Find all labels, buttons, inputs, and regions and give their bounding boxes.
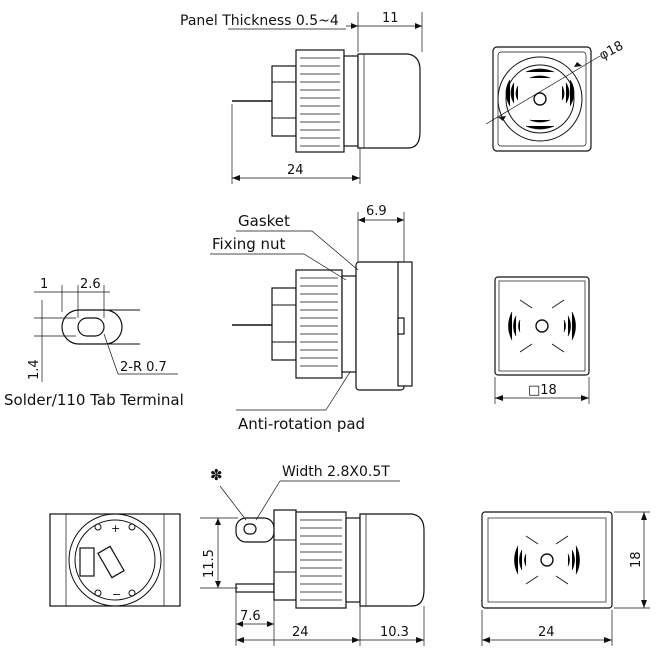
gasket-label: Gasket bbox=[238, 212, 290, 230]
bottom-front-view: 24 18 bbox=[481, 511, 650, 646]
dim-tab-1: 1 bbox=[40, 277, 48, 292]
top-front-arc-marks bbox=[505, 68, 575, 130]
bottom-body-ribs bbox=[300, 519, 342, 601]
dim-sq18: □18 bbox=[528, 383, 557, 398]
solder-tab-caption: Solder/110 Tab Terminal bbox=[4, 391, 184, 409]
tab-terminal-detail: 1 2.6 1.4 2-R 0.7 Solder/110 Tab Termina… bbox=[4, 277, 184, 409]
dim-tab-2-6: 2.6 bbox=[80, 277, 101, 292]
anti-rotation-pad-label: Anti-rotation pad bbox=[238, 415, 365, 433]
svg-text:−: − bbox=[112, 588, 121, 601]
top-front-view: φ18 bbox=[485, 38, 626, 152]
dim-bot-7-6: 7.6 bbox=[240, 609, 261, 624]
dim-top-24: 24 bbox=[287, 163, 304, 178]
middle-front-view: □18 bbox=[494, 276, 590, 404]
radius-label: 2-R 0.7 bbox=[120, 360, 167, 375]
fixing-nut-label: Fixing nut bbox=[212, 235, 286, 253]
bottom-rear-view: + − bbox=[49, 513, 181, 607]
dim-bot-11-5: 11.5 bbox=[202, 549, 217, 578]
dim-tab-1-4: 1.4 bbox=[27, 359, 42, 380]
asterisk-mark: ✽ bbox=[210, 466, 223, 484]
rear-terminal-marks: + − bbox=[94, 522, 136, 601]
middle-side-view: 6.9 Gasket Fixing nut Anti-rotation pad bbox=[210, 204, 413, 433]
dim-right-24: 24 bbox=[538, 625, 555, 640]
top-body-ribs bbox=[300, 57, 340, 147]
width-spec-label: Width 2.8X0.5T bbox=[282, 464, 390, 480]
panel-thickness-label: Panel Thickness 0.5~4 bbox=[180, 13, 339, 29]
dim-right-18: 18 bbox=[629, 551, 644, 568]
middle-front-symbol bbox=[508, 299, 576, 353]
dim-top-dia18: φ18 bbox=[597, 38, 626, 63]
dim-top-11: 11 bbox=[382, 11, 399, 26]
middle-body-ribs bbox=[300, 277, 338, 367]
svg-text:+: + bbox=[111, 522, 120, 535]
dim-bot-24: 24 bbox=[292, 625, 309, 640]
bottom-side-view: ✽ Width 2.8X0.5T 11.5 7.6 24 10.3 bbox=[200, 464, 425, 646]
dim-mid-6-9: 6.9 bbox=[366, 204, 387, 219]
dim-bot-10-3: 10.3 bbox=[380, 625, 409, 640]
bottom-front-symbol bbox=[514, 535, 580, 585]
top-side-view: 24 11 Panel Thickness 0.5~4 bbox=[180, 11, 423, 184]
